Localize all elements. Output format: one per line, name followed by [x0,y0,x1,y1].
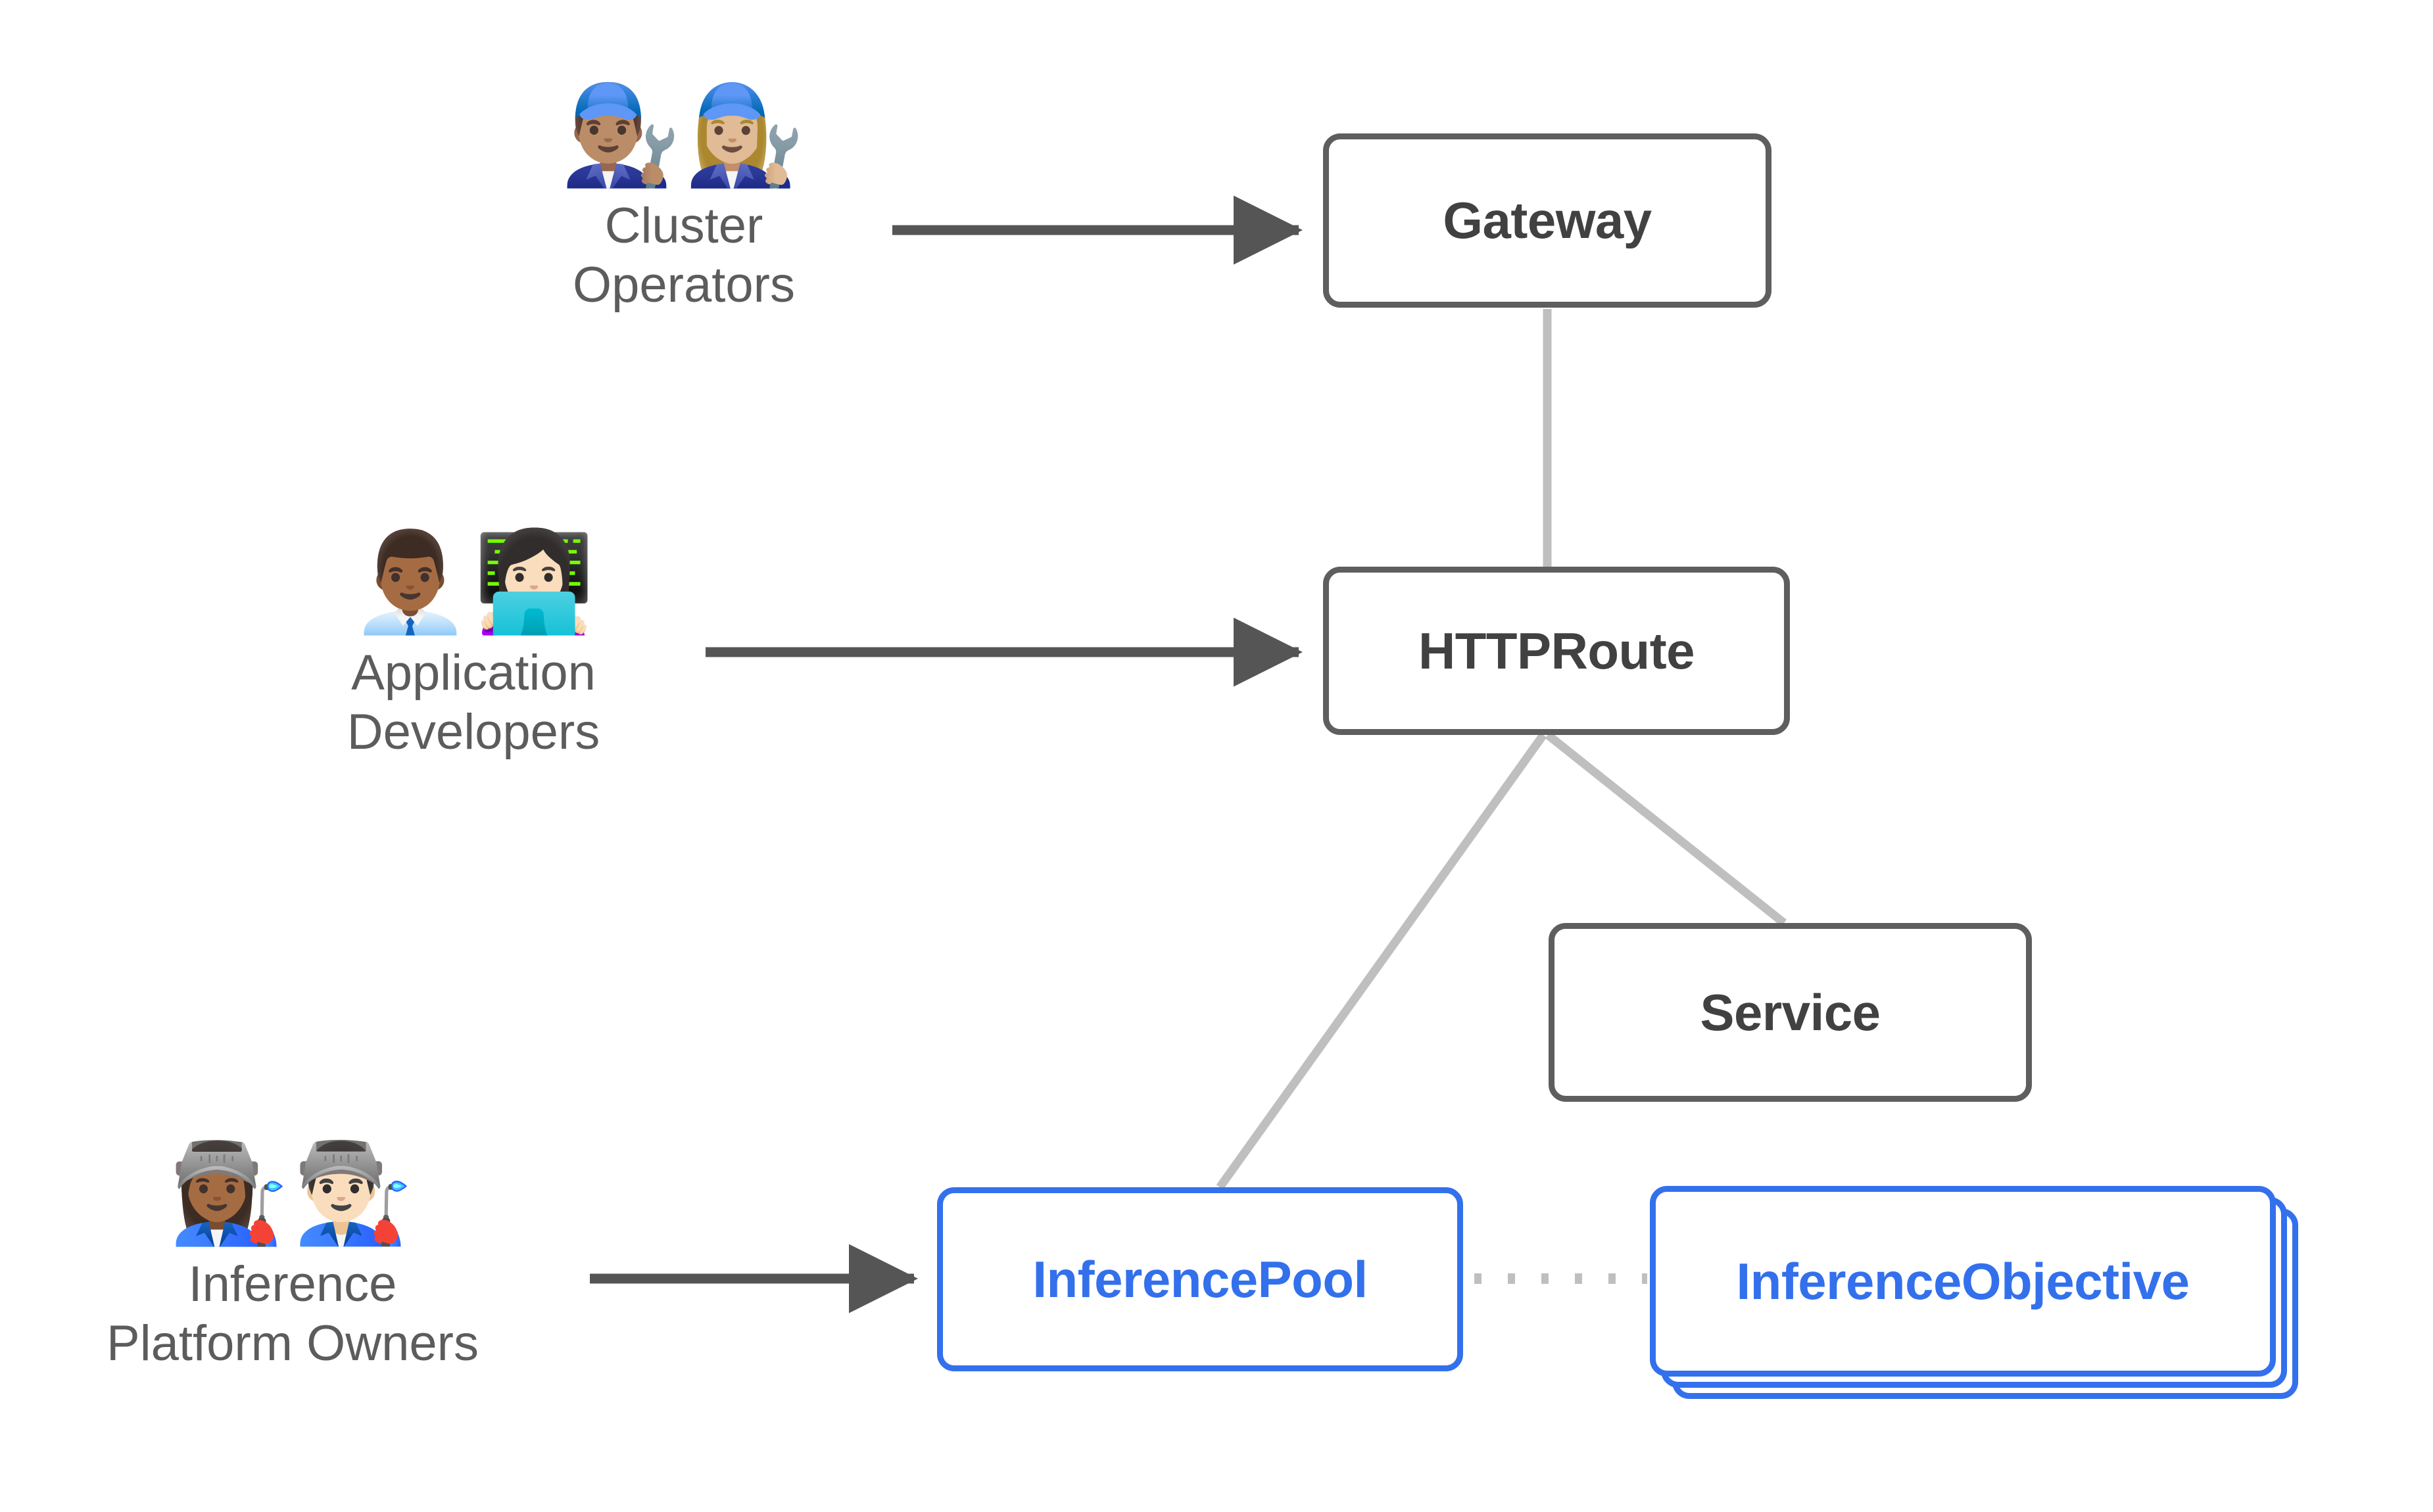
node-gateway[interactable]: Gateway [1323,133,1771,308]
node-service-label: Service [1700,983,1881,1041]
node-inferencepool[interactable]: InferencePool [937,1187,1463,1371]
inference-platform-owners-label: Inference Platform Owners [107,1256,479,1371]
application-developers-emoji-pair: 👨🏾‍💼👩🏻‍💻 [349,525,598,638]
edge-httproute-inferencepool [1216,732,1547,1190]
persona-cluster-operators: 👨🏽‍🔧👩🏼‍🔧 Cluster Operators [546,85,822,314]
node-inferenceobjective-label: InferenceObjective [1736,1252,2190,1310]
node-inferencepool-label: InferencePool [1032,1250,1368,1308]
cluster-operators-emoji-pair: 👨🏽‍🔧👩🏼‍🔧 [560,78,808,191]
node-inferenceobjective[interactable]: InferenceObjective [1650,1186,2276,1377]
edge-httproute-service [1545,731,1787,927]
node-service[interactable]: Service [1549,923,2032,1102]
inference-platform-owners-emoji-pair: 👩🏾‍🏭👨🏻‍🏭 [168,1137,417,1250]
application-developers-label: Application Developers [347,644,600,760]
cluster-operators-label: Cluster Operators [573,197,795,313]
node-gateway-label: Gateway [1443,191,1652,249]
node-httproute-label: HTTPRoute [1418,621,1695,680]
persona-application-developers: 👨🏾‍💼👩🏻‍💻 Application Developers [322,532,625,761]
node-httproute[interactable]: HTTPRoute [1323,567,1790,735]
persona-inference-platform-owners: 👩🏾‍🏭👨🏻‍🏭 Inference Platform Owners [79,1144,506,1373]
